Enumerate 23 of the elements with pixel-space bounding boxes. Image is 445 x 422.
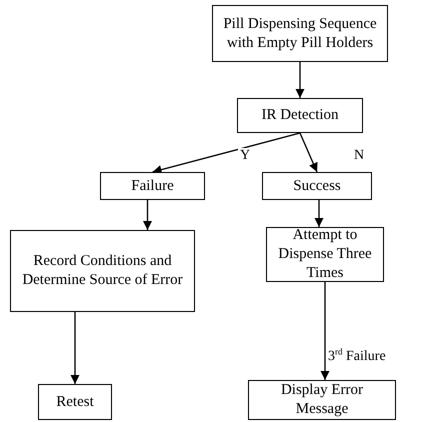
arrow	[320, 282, 330, 380]
box-text: Failure	[131, 176, 174, 196]
arrow	[314, 200, 324, 227]
box-text: Retest	[56, 392, 94, 412]
arrow	[142, 200, 152, 230]
process-box	[100, 172, 205, 200]
process-box	[10, 230, 195, 312]
box-text: Success	[293, 176, 341, 196]
box-text: IR Detection	[261, 106, 339, 125]
process-box	[248, 380, 396, 420]
box-text: Pill Dispensing Sequence with Empty Pill Holders	[222, 14, 378, 52]
process-box	[266, 227, 384, 282]
process-box	[237, 98, 363, 133]
arrow	[70, 312, 80, 384]
process-box	[212, 5, 388, 62]
arrow	[299, 132, 318, 172]
arrow	[152, 132, 300, 174]
box-text: Display Error Message	[280, 381, 364, 419]
process-box	[262, 172, 372, 200]
box-text: Record Conditions and Determine Source of Error	[21, 252, 184, 290]
process-box	[38, 384, 112, 420]
box-text: Attempt to Dispense Three Times	[277, 226, 373, 283]
arrow	[295, 62, 305, 98]
